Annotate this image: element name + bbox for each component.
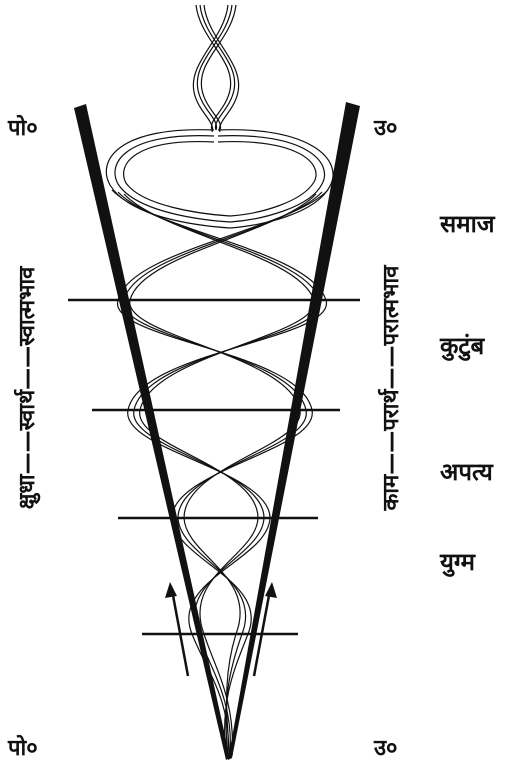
cone-right-edge [228,102,360,760]
level-label-yugma: युग्म [440,548,476,576]
top-loop [105,129,334,229]
level-label-apatya: अपत्य [440,458,493,486]
right-axis-label: काम——परार्थ——परात्मभाव [379,265,404,511]
corner-label-top-right: उ० [374,116,398,141]
corner-label-bottom-right: उ० [374,736,398,761]
braid-stem [192,4,240,133]
left-arrow [165,582,190,677]
corner-label-bottom-left: पो० [8,736,38,761]
left-axis-label: क्षुधा——स्वार्थ——स्वात्मभाव [15,266,40,510]
right-arrow [252,582,277,677]
level-label-samaj: समाज [440,210,495,238]
helix-strands [111,189,329,757]
level-label-kutumb: कुटुंब [440,332,485,360]
corner-label-top-left: पो० [8,116,38,141]
